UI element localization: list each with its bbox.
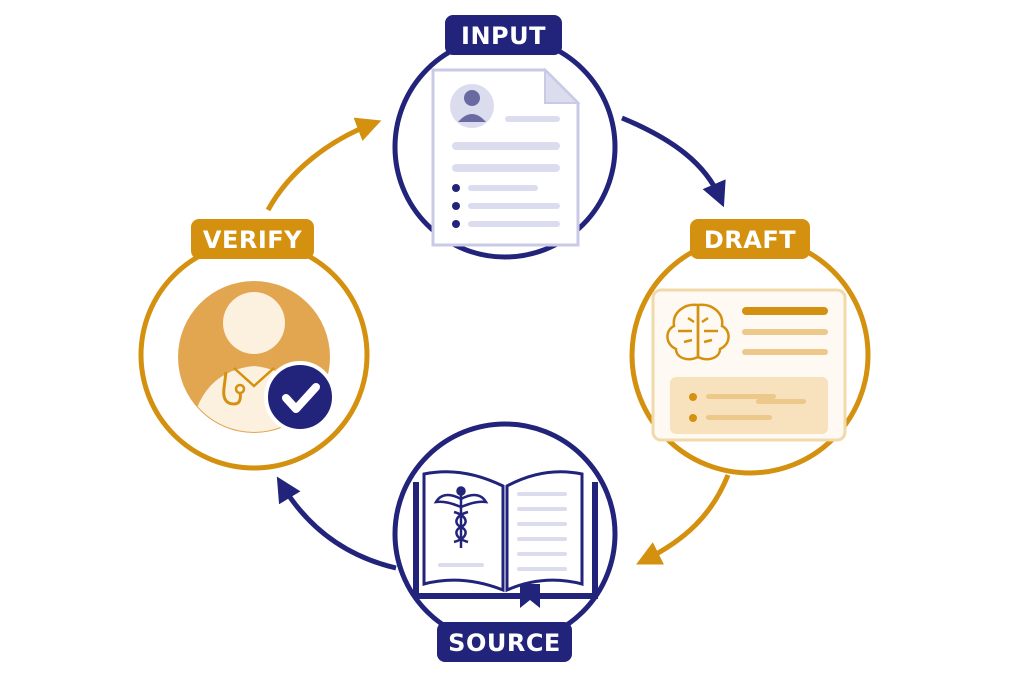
ai-brain-draft-icon [651,288,847,442]
document-profile-icon [431,67,581,247]
bookmark-icon [520,584,540,608]
stage-verify-badge [191,219,314,259]
stage-input-badge [445,15,562,55]
stage-source-label: SOURCE [448,629,561,657]
stage-source: SOURCE [392,421,618,662]
checkmark-icon [264,361,336,433]
stage-input: INPUT [392,15,618,260]
stethoscope-icon [222,371,242,406]
stage-draft-label: DRAFT [704,226,796,254]
stage-draft: DRAFT [629,219,871,476]
caduceus-icon [433,486,489,548]
arrow-draft-to-source [636,474,731,565]
stage-verify: VERIFY [138,219,370,471]
stage-source-badge [437,622,572,662]
medical-book-icon [413,470,598,608]
arrow-source-to-verify [276,476,397,571]
stage-verify-label: VERIFY [203,226,302,254]
brain-icon [666,303,730,361]
stage-draft-badge [690,219,810,259]
arrow-input-to-draft [621,115,726,208]
stage-input-label: INPUT [461,22,546,50]
arrow-verify-to-input [265,117,382,212]
